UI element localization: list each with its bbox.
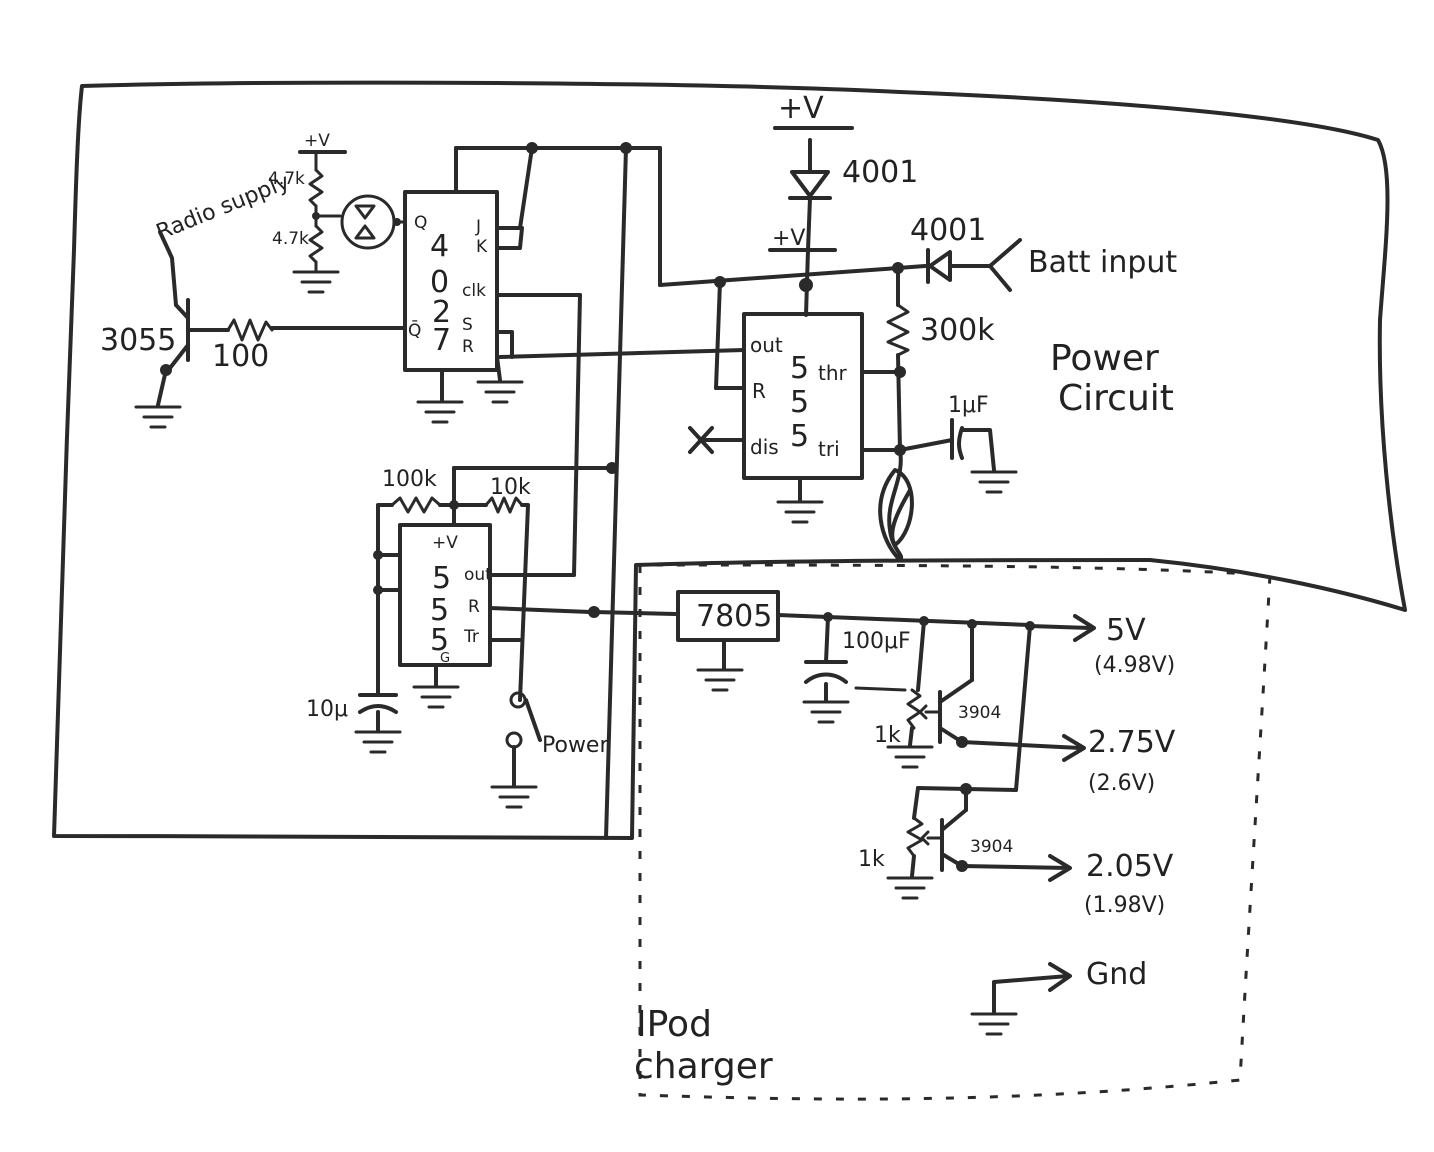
diode-batt-label: 4001	[910, 213, 986, 248]
base-resistor-label: 100	[212, 339, 269, 374]
ic555-digit-3: 5	[790, 419, 809, 454]
diode-top-label: 4001	[842, 155, 918, 190]
lower555-digit-1: 5	[432, 561, 451, 596]
ff-pin-q: Q	[414, 213, 427, 233]
r-10k-label: 10k	[490, 475, 531, 500]
ff-pin-clk: clk	[462, 281, 486, 301]
ff-digit-3: 2	[432, 295, 451, 330]
ipod-charger-outline	[638, 563, 1272, 1101]
ff-pin-qbar: Q̄	[408, 319, 421, 341]
out-205v-measured: (1.98V)	[1084, 893, 1165, 918]
lower555-pin-out: out	[464, 565, 492, 585]
timer-555-upper	[742, 312, 864, 480]
ff-pin-s: S	[462, 315, 473, 335]
pullup-r2-label: 4.7k	[272, 229, 309, 249]
ff-digit-2: 0	[430, 265, 449, 300]
pot1-label: 1k	[874, 723, 901, 748]
lower555-digit-3: 5	[430, 623, 449, 658]
ic555-pin-dis: dis	[750, 435, 779, 459]
ff-pin-r: R	[462, 337, 474, 357]
regulator-label: 7805	[696, 599, 772, 634]
ic555-pin-thr: thr	[818, 361, 848, 385]
transistor-3055-label: 3055	[100, 323, 176, 358]
flipflop-4027	[403, 190, 499, 372]
pot2-label: 1k	[858, 847, 885, 872]
r-100k-label: 100k	[382, 467, 437, 492]
diode-4001-top	[788, 170, 832, 200]
timer-555-lower	[398, 523, 492, 667]
out-205v-label: 2.05V	[1086, 849, 1174, 884]
ff-pin-k: K	[476, 237, 488, 257]
mid-plus-v: +V	[772, 226, 805, 251]
ipod-charger-title-1: IPod	[636, 1004, 712, 1045]
diode-4001-batt	[926, 248, 952, 284]
lower555-pin-r: R	[468, 597, 480, 617]
r-300k-label: 300k	[920, 313, 995, 348]
lower555-pin-tr: Tr	[463, 627, 479, 647]
cap-100uf-label: 100μF	[842, 629, 911, 654]
cap-10u-label: 10μ	[306, 697, 348, 722]
ff-digit-4: 7	[432, 323, 451, 358]
ic555-pin-r: R	[752, 379, 766, 403]
power-switch-label: Power	[542, 733, 609, 758]
out-5v-label: 5V	[1106, 613, 1146, 648]
bicolor-led	[340, 194, 396, 250]
ff-pin-j: J	[475, 217, 481, 237]
power-circuit-outline	[52, 80, 1407, 840]
ic555-pin-out: out	[750, 333, 783, 357]
ff-digit-1: 4	[430, 229, 449, 264]
power-circuit-title-2: Circuit	[1058, 378, 1174, 419]
q1-label: 3904	[958, 703, 1001, 723]
q2-label: 3904	[970, 837, 1013, 857]
pullup-plus-v: +V	[304, 131, 330, 151]
ic555-pin-tri: tri	[818, 437, 840, 461]
out-5v-measured: (4.98V)	[1094, 653, 1175, 678]
out-275v-label: 2.75V	[1088, 725, 1176, 760]
lower555-digit-2: 5	[430, 593, 449, 628]
top-plus-v: +V	[778, 91, 824, 126]
power-circuit-title-1: Power	[1050, 338, 1159, 379]
out-275v-measured: (2.6V)	[1088, 771, 1155, 796]
lower555-pin-vplus: +V	[432, 533, 458, 553]
pullup-r1-label: 4.7k	[268, 169, 305, 189]
batt-input-label: Batt input	[1028, 245, 1177, 280]
lower555-pin-g: G	[440, 651, 450, 666]
cap-1uf-label: 1μF	[948, 393, 989, 418]
ic555-digit-1: 5	[790, 351, 809, 386]
ipod-charger-title-2: charger	[634, 1046, 773, 1087]
out-gnd-label: Gnd	[1086, 957, 1147, 992]
ic555-digit-2: 5	[790, 385, 809, 420]
